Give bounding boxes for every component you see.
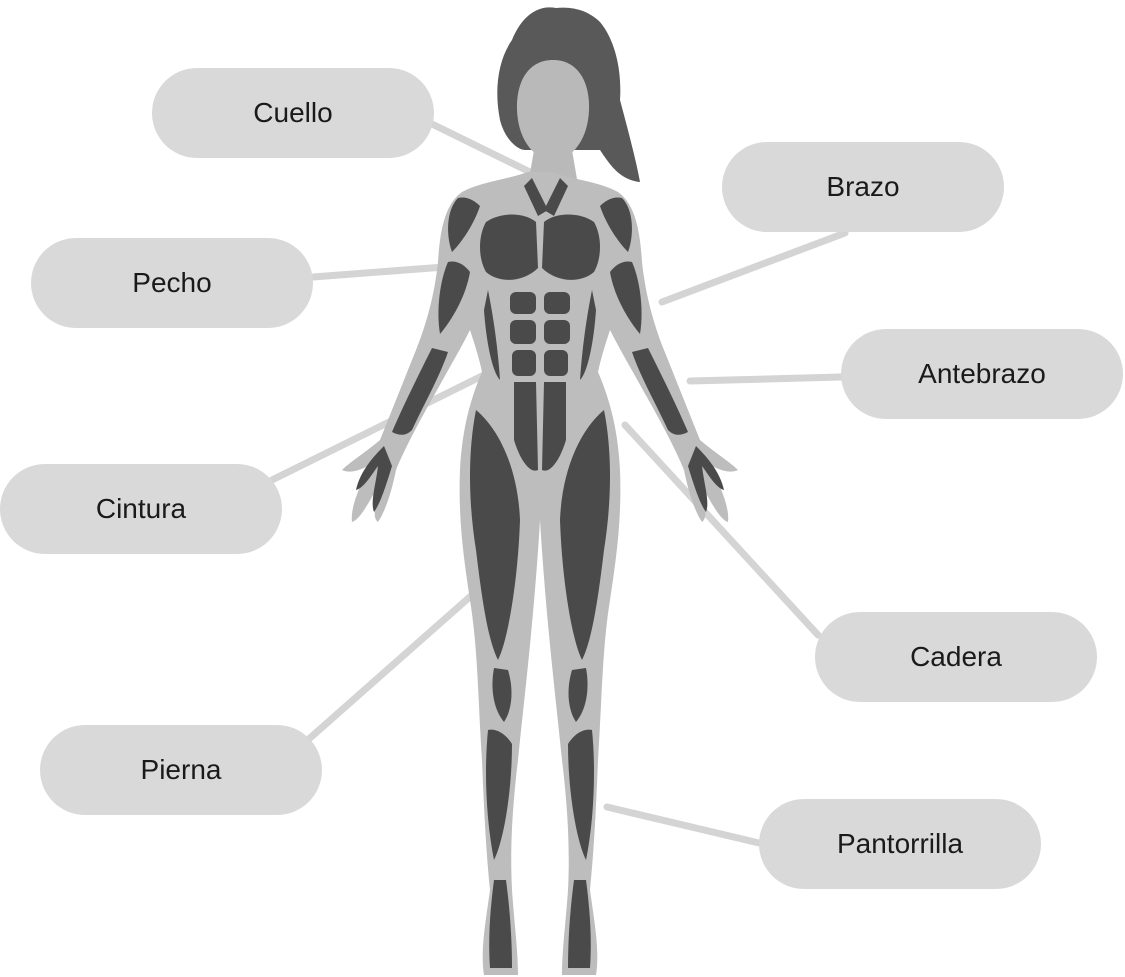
label-pill-antebrazo[interactable]: Antebrazo xyxy=(841,329,1123,419)
label-pierna: Pierna xyxy=(140,754,222,785)
body-silhouette xyxy=(342,172,738,975)
label-pill-cuello[interactable]: Cuello xyxy=(152,68,434,158)
label-pill-pierna[interactable]: Pierna xyxy=(40,725,322,815)
label-pill-brazo[interactable]: Brazo xyxy=(722,142,1004,232)
connector-pierna xyxy=(306,591,476,742)
label-pill-cadera[interactable]: Cadera xyxy=(815,612,1097,702)
label-pecho: Pecho xyxy=(132,267,212,298)
connector-cadera xyxy=(621,421,822,639)
label-pill-pantorrilla[interactable]: Pantorrilla xyxy=(759,799,1041,889)
connector-pantorrilla xyxy=(603,803,763,847)
connector-antebrazo xyxy=(686,373,845,385)
label-pill-cintura[interactable]: Cintura xyxy=(0,464,282,554)
label-pill-pecho[interactable]: Pecho xyxy=(31,238,313,328)
label-cuello: Cuello xyxy=(253,97,333,128)
head xyxy=(516,60,590,162)
label-cintura: Cintura xyxy=(95,493,187,524)
connector-cintura xyxy=(268,368,494,484)
human-figure-illustration xyxy=(342,7,738,975)
label-cadera: Cadera xyxy=(910,641,1002,672)
connector-cuello xyxy=(428,120,534,176)
muscle-groups xyxy=(356,178,724,968)
connector-brazo xyxy=(658,229,849,306)
label-brazo: Brazo xyxy=(826,171,900,202)
label-antebrazo: Antebrazo xyxy=(918,358,1046,389)
connector-lines xyxy=(268,120,849,847)
label-pantorrilla: Pantorrilla xyxy=(836,828,964,859)
